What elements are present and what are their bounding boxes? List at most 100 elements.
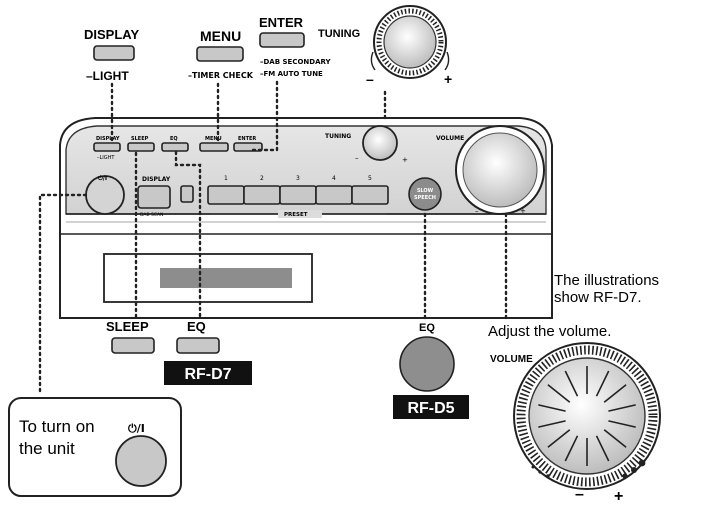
volume-label: VOLUME xyxy=(490,354,533,365)
device-tuning-plus: + xyxy=(402,156,408,164)
display-label: DISPLAY xyxy=(84,27,139,42)
enter-button[interactable] xyxy=(259,32,305,48)
device-top-buttons: DISPLAY –LIGHT SLEEP EQ MENU ENTER xyxy=(93,136,263,161)
menu-label: MENU xyxy=(200,28,241,44)
device-tuning-knob[interactable]: TUNING – + xyxy=(325,125,408,164)
power-symbol-label: ⏻/I xyxy=(128,422,145,435)
volume-minus: – xyxy=(575,486,584,503)
volume-tick xyxy=(595,370,610,397)
volume-tick xyxy=(538,420,566,428)
preset-number-4: 4 xyxy=(332,175,336,182)
light-label: –LIGHT xyxy=(86,69,129,83)
volume-tick xyxy=(538,404,566,412)
volume-tick xyxy=(564,435,579,462)
preset-button-3[interactable] xyxy=(279,185,317,205)
enter-label: ENTER xyxy=(259,15,304,30)
volume-knob[interactable] xyxy=(513,342,661,490)
display-button[interactable] xyxy=(93,45,135,61)
enter-callout: ENTER –DAB SECONDARY –FM AUTO TUNE xyxy=(259,15,332,78)
turn-on-text-line-2: the unit xyxy=(19,439,75,458)
preset-buttons: 1 2 3 4 5 PRESET xyxy=(207,175,389,218)
device-enter-button[interactable] xyxy=(233,142,263,152)
volume-tick xyxy=(547,384,571,403)
volume-callout: VOLUME – + xyxy=(490,342,661,505)
menu-callout: MENU –TIMER CHECK xyxy=(188,28,254,80)
adjust-volume-label: Adjust the volume. xyxy=(488,323,611,340)
preset-button-5[interactable] xyxy=(351,185,389,205)
volume-tick xyxy=(608,404,636,412)
tuning-plus: + xyxy=(444,71,452,87)
eq-rf-d5-callout: EQ xyxy=(399,322,455,392)
preset-number-5: 5 xyxy=(368,175,372,182)
device-sleep-button[interactable] xyxy=(127,142,155,152)
menu-button[interactable] xyxy=(196,46,244,62)
fm-auto-tune-label: –FM AUTO TUNE xyxy=(260,70,323,78)
preset-button-1[interactable] xyxy=(207,185,245,205)
volume-tick xyxy=(595,435,610,462)
device-display-label: DISPLAY xyxy=(96,136,120,142)
device-display-btn-label: DISPLAY xyxy=(142,176,171,183)
device-light-label: –LIGHT xyxy=(97,155,115,161)
display-callout: DISPLAY –LIGHT xyxy=(84,27,139,83)
device-power-button[interactable]: ⏻/I xyxy=(85,175,125,215)
device-volume-plus: + xyxy=(520,207,526,215)
device-dab-scan-label: DAB SCAN xyxy=(140,212,163,218)
device-small-key[interactable] xyxy=(180,185,194,203)
eq-rf-d5-button[interactable] xyxy=(399,336,455,392)
preset-button-2[interactable] xyxy=(243,185,281,205)
volume-scale-ticks xyxy=(538,366,636,466)
lcd-display xyxy=(103,253,313,303)
device-enter-label: ENTER xyxy=(238,136,256,142)
volume-tick xyxy=(547,429,571,448)
tuning-callout: TUNING – + xyxy=(318,5,452,87)
device-tuning-minus: – xyxy=(355,154,359,162)
volume-tick xyxy=(603,384,627,403)
dab-secondary-label: –DAB SECONDARY xyxy=(260,58,332,66)
device-volume-minus: – xyxy=(475,207,479,215)
device-menu-label: MENU xyxy=(205,136,222,142)
eq-label: EQ xyxy=(187,319,206,334)
tuning-minus: – xyxy=(366,71,374,87)
illustration-note: The illustrations show RF-D7. xyxy=(554,272,659,306)
preset-button-4[interactable] xyxy=(315,185,353,205)
rf-d5-badge: RF-D5 xyxy=(393,395,469,419)
sleep-button[interactable] xyxy=(111,337,155,354)
slow-speech-label-2: SPEECH xyxy=(414,195,436,201)
volume-tick xyxy=(564,370,579,397)
eq-rf-d5-label: EQ xyxy=(419,322,435,334)
slow-speech-button[interactable]: SLOW SPEECH xyxy=(408,177,442,211)
sleep-callout: SLEEP xyxy=(106,319,155,354)
device-volume-knob[interactable]: VOLUME – + xyxy=(436,125,545,215)
device-eq-button[interactable] xyxy=(161,142,189,152)
sleep-label: SLEEP xyxy=(106,319,149,334)
illustration-note-line-2: show RF-D7. xyxy=(554,289,642,306)
power-button[interactable] xyxy=(115,435,167,487)
device-power-label: ⏻/I xyxy=(98,175,107,182)
preset-number-2: 2 xyxy=(260,175,264,182)
device-display-button[interactable] xyxy=(93,142,121,152)
slow-speech-label-1: SLOW xyxy=(417,188,434,194)
leader-lines xyxy=(38,80,508,397)
eq-callout: EQ xyxy=(176,319,220,354)
timer-check-label: –TIMER CHECK xyxy=(188,71,254,80)
volume-tick xyxy=(608,420,636,428)
device-tuning-label: TUNING xyxy=(325,133,351,140)
rf-d7-label: RF-D7 xyxy=(184,366,231,383)
turn-on-text-line-1: To turn on xyxy=(19,417,95,436)
preset-label: PRESET xyxy=(284,212,308,218)
device-menu-button[interactable] xyxy=(199,142,229,152)
eq-button[interactable] xyxy=(176,337,220,354)
tuning-label: TUNING xyxy=(318,28,360,40)
rf-d5-label: RF-D5 xyxy=(407,400,454,417)
volume-dots xyxy=(531,459,646,479)
preset-number-3: 3 xyxy=(296,175,300,182)
preset-number-1: 1 xyxy=(224,175,228,182)
device-display-large-button[interactable]: DISPLAY DAB SCAN xyxy=(137,176,171,218)
device-volume-label: VOLUME xyxy=(436,135,464,142)
volume-tick xyxy=(603,429,627,448)
turn-on-callout: To turn on the unit ⏻/I xyxy=(8,397,182,497)
device-sleep-label: SLEEP xyxy=(131,136,149,142)
tuning-knob[interactable] xyxy=(373,5,447,79)
device-eq-label: EQ xyxy=(170,136,178,142)
